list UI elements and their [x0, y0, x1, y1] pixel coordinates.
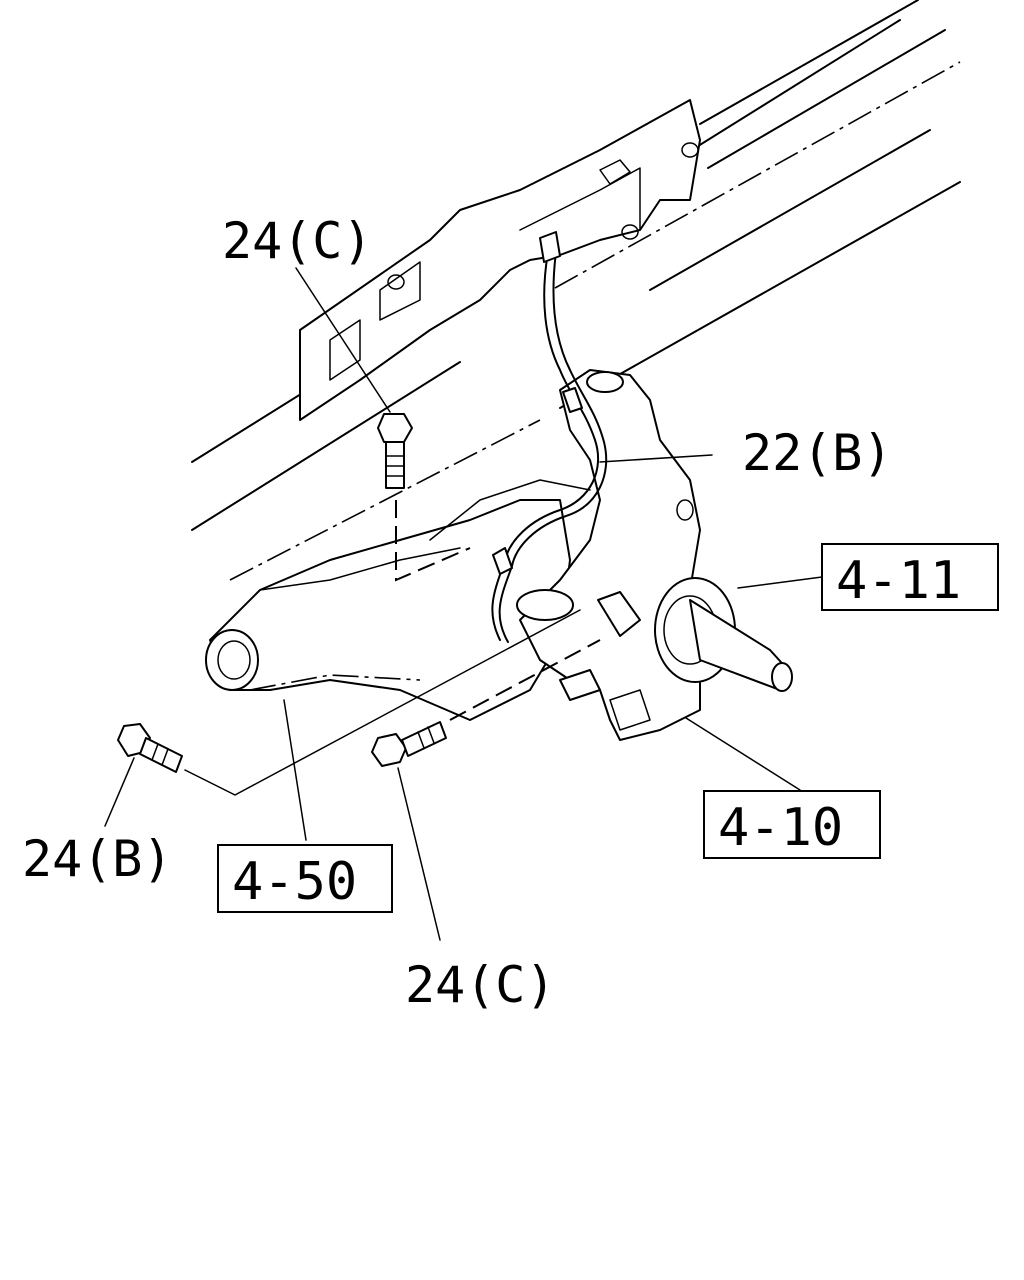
ref-label-4-10: 4-10	[718, 798, 843, 858]
ref-box-4-50: 4-50	[217, 844, 393, 913]
hub-spindle	[654, 577, 793, 692]
ref-box-4-11: 4-11	[821, 543, 999, 611]
callout-22b: 22(B)	[742, 424, 893, 482]
ref-label-4-11: 4-11	[836, 551, 961, 611]
bolt-24c-upper	[377, 413, 413, 489]
callout-24c-upper: 24(C)	[222, 212, 373, 270]
ref-box-4-10: 4-10	[703, 790, 881, 859]
assembly-lines	[184, 500, 601, 796]
sensor-harness	[491, 231, 641, 643]
frame-bracket	[299, 99, 701, 421]
steering-knuckle	[429, 369, 701, 741]
callout-24c-lower: 24(C)	[405, 956, 556, 1014]
frame-rail	[191, 0, 961, 581]
callout-24b: 24(B)	[22, 830, 173, 888]
bolt-24b-left	[117, 723, 183, 773]
bolt-24c-lower	[371, 721, 447, 767]
lower-arm	[205, 499, 571, 721]
leader-lines	[104, 267, 823, 941]
ref-label-4-50: 4-50	[232, 852, 357, 912]
